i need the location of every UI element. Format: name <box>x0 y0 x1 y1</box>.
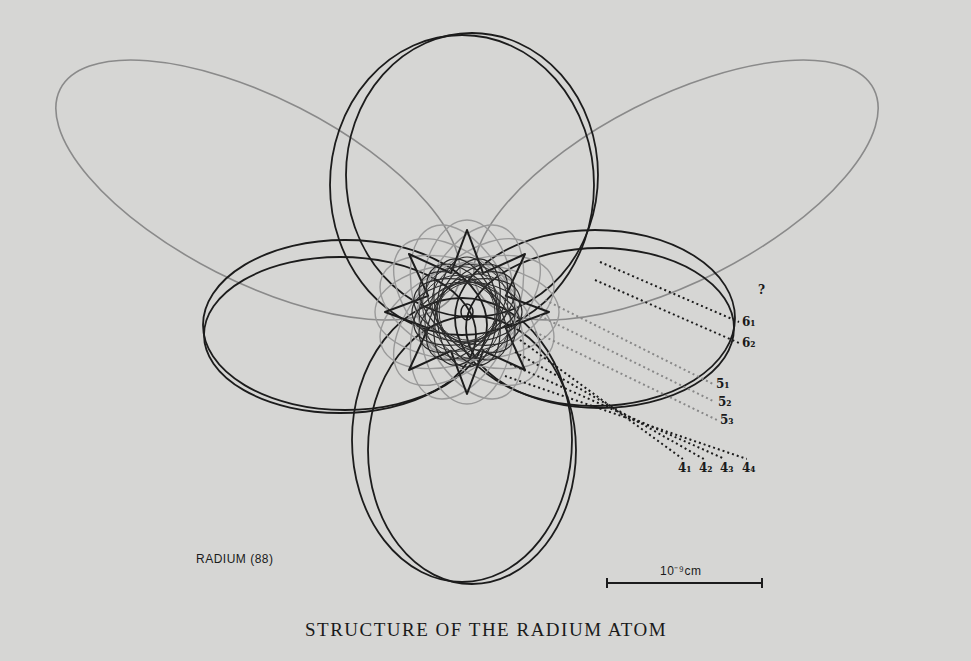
leader-line <box>505 376 747 459</box>
n5-orbit <box>419 220 515 404</box>
n6-orbits <box>203 33 735 584</box>
n5-orbit <box>387 209 546 416</box>
orbit-label: 6₁ <box>742 316 756 328</box>
leader-line <box>545 300 713 384</box>
n3-orbit <box>421 250 512 373</box>
orbit-label: 5₁ <box>716 378 730 390</box>
element-label: RADIUM (88) <box>196 553 274 565</box>
leader-line <box>510 364 725 459</box>
scale-bar-tick <box>606 578 608 588</box>
n3-orbit <box>410 250 523 374</box>
n5-orbit <box>368 213 566 411</box>
n5-orbit <box>387 209 546 416</box>
leader-line <box>535 332 717 420</box>
orbit-label: 4₁ <box>678 462 692 474</box>
scale-bar <box>607 582 762 584</box>
n5-orbit <box>375 264 559 360</box>
scale-bar-tick <box>761 578 763 588</box>
leader-line <box>515 352 704 459</box>
n3-orbit <box>405 255 529 368</box>
n3-orbit <box>405 266 528 357</box>
n3-orbit <box>421 250 512 373</box>
caption: STRUCTURE OF THE RADIUM ATOM <box>305 620 667 639</box>
n3-orbit <box>405 255 529 368</box>
n3-orbit <box>410 250 523 374</box>
leader-line <box>595 280 739 343</box>
n3-orbit <box>419 275 495 351</box>
n5-orbit <box>364 232 571 391</box>
n3-orbit <box>432 264 508 340</box>
orbit-label: 4₄ <box>742 462 756 474</box>
n3-orbit <box>434 282 510 358</box>
orbit-label: 5₃ <box>720 414 734 426</box>
n3-orbit <box>412 282 522 342</box>
n5-orbit <box>364 232 571 391</box>
n3-orbit <box>422 266 498 342</box>
orbit-label: 6₂ <box>742 337 756 349</box>
scale-label: 10⁻⁹cm <box>660 565 701 577</box>
n3-orbit <box>405 266 528 357</box>
orbit-label: 4₃ <box>720 462 734 474</box>
orbit-label: 5₂ <box>718 396 732 408</box>
leader-line <box>520 340 683 459</box>
nucleus-orbit <box>461 304 473 320</box>
orbit-label: 4₂ <box>699 462 713 474</box>
orbit-label: ? <box>758 284 765 296</box>
n5-orbit <box>368 213 566 411</box>
